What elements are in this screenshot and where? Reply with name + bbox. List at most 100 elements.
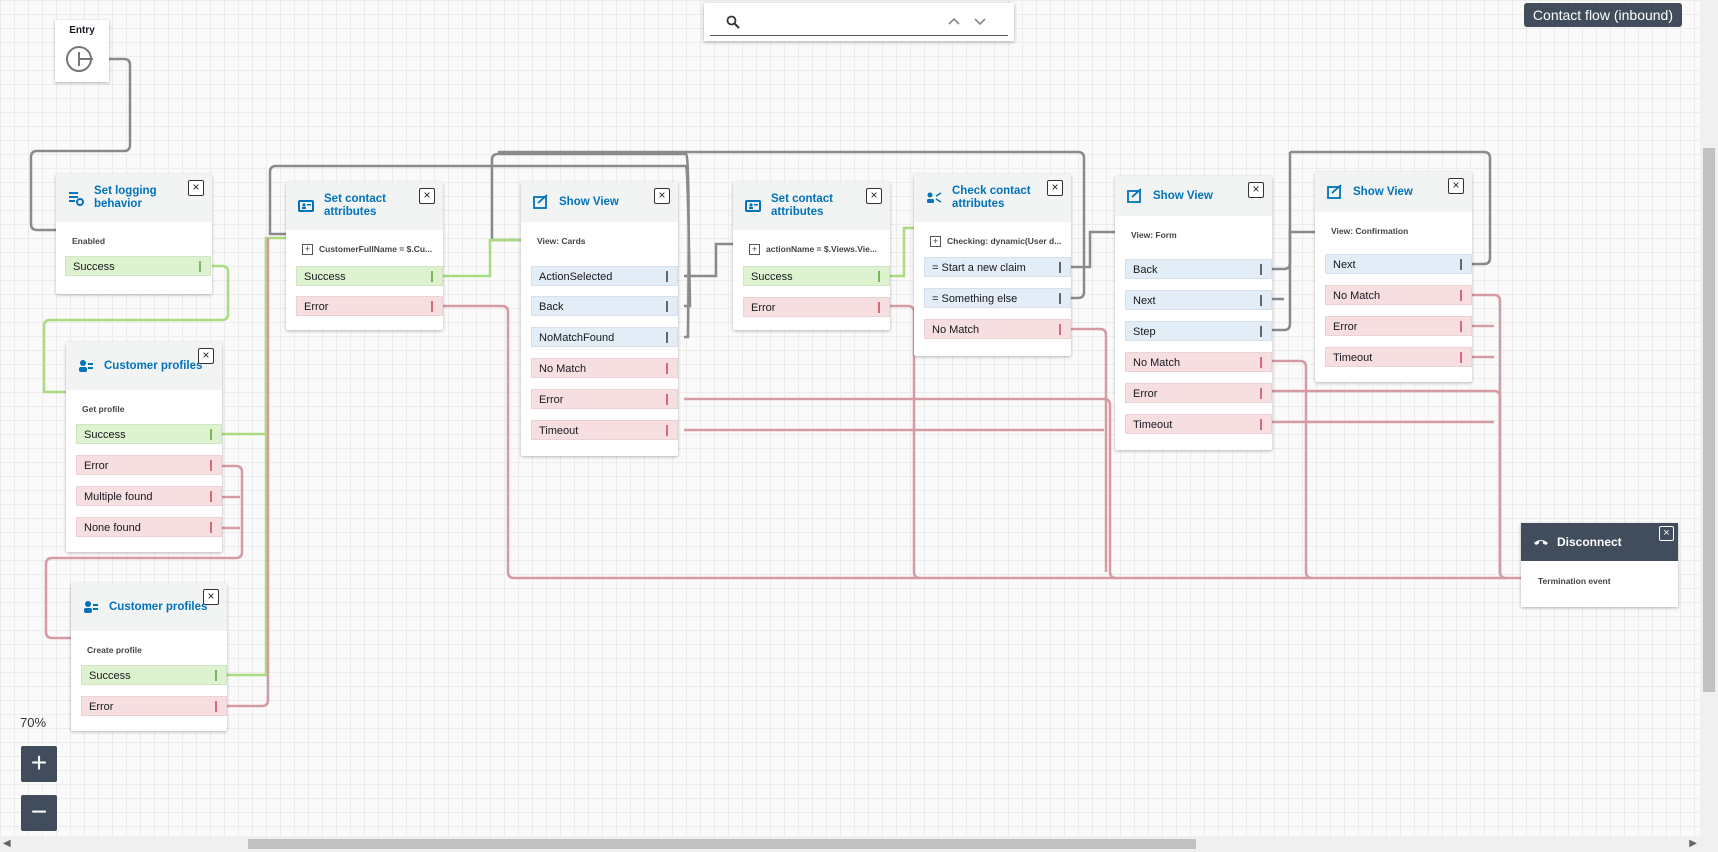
connector-icon[interactable] [215, 701, 225, 712]
branch-next[interactable]: Next [1125, 290, 1272, 310]
chevron-up-icon[interactable] [946, 13, 962, 29]
connector-icon[interactable] [666, 425, 676, 436]
branch-no-match[interactable]: No Match [924, 319, 1071, 339]
vertical-scrollbar[interactable] [1700, 0, 1718, 852]
branch-error[interactable]: Error [76, 455, 222, 475]
close-icon[interactable]: × [1047, 180, 1063, 196]
branch-multiple-found[interactable]: Multiple found [76, 486, 222, 506]
flow-canvas[interactable]: Entry Contact flow (inbound) Set logging… [0, 0, 1700, 836]
branch-success[interactable]: Success [743, 266, 890, 286]
branch-success[interactable]: Success [81, 665, 227, 685]
branch-start-new-claim[interactable]: = Start a new claim [924, 257, 1071, 277]
close-icon[interactable]: × [198, 348, 214, 364]
branch-no-match[interactable]: No Match [1325, 285, 1472, 305]
expand-icon[interactable]: + [302, 244, 313, 255]
connector-icon[interactable] [666, 301, 676, 312]
expand-icon[interactable]: + [930, 236, 941, 247]
connector-icon[interactable] [666, 363, 676, 374]
branch-action-selected[interactable]: ActionSelected [531, 266, 678, 286]
block-set-logging[interactable]: Set logging behavior × Enabled Success [56, 174, 212, 294]
close-icon[interactable]: × [654, 188, 670, 204]
branch-step[interactable]: Step [1125, 321, 1272, 341]
close-icon[interactable]: × [188, 180, 204, 196]
connector-icon[interactable] [210, 522, 220, 533]
zoom-out-button[interactable]: − [21, 795, 57, 831]
connector-icon[interactable] [1460, 259, 1470, 270]
branch-success[interactable]: Success [65, 256, 211, 276]
close-icon[interactable]: × [419, 188, 435, 204]
branch-back[interactable]: Back [1125, 259, 1272, 279]
branch-label: Error [751, 302, 776, 314]
branch-no-match[interactable]: No Match [531, 358, 678, 378]
connector-icon[interactable] [1260, 388, 1270, 399]
connector-icon[interactable] [1260, 264, 1270, 275]
connector-icon[interactable] [1460, 321, 1470, 332]
block-show-view-form[interactable]: Show View × View: Form Back Next Step No… [1115, 176, 1272, 450]
block-check-contact-attributes[interactable]: Check contact attributes × +Checking: dy… [914, 174, 1071, 356]
connector-icon[interactable] [1460, 352, 1470, 363]
close-icon[interactable]: × [1448, 178, 1464, 194]
connector-icon[interactable] [215, 670, 225, 681]
chevron-down-icon[interactable] [972, 13, 988, 29]
zoom-level: 70% [20, 715, 47, 730]
branch-error[interactable]: Error [1125, 383, 1272, 403]
connector-icon[interactable] [1260, 326, 1270, 337]
close-icon[interactable]: × [203, 589, 219, 605]
vertical-scroll-thumb[interactable] [1703, 148, 1715, 692]
connector-icon[interactable] [199, 261, 209, 272]
close-icon[interactable]: × [866, 188, 882, 204]
close-icon[interactable]: × [1248, 182, 1264, 198]
connector-icon[interactable] [210, 460, 220, 471]
scroll-left-icon[interactable]: ◀ [3, 838, 11, 849]
expand-icon[interactable]: + [749, 244, 760, 255]
branch-timeout[interactable]: Timeout [1125, 414, 1272, 434]
connector-icon[interactable] [1260, 419, 1270, 430]
branch-success[interactable]: Success [296, 266, 443, 286]
branch-back[interactable]: Back [531, 296, 678, 316]
connector-icon[interactable] [1460, 290, 1470, 301]
connector-icon[interactable] [210, 429, 220, 440]
branch-next[interactable]: Next [1325, 254, 1472, 274]
search-input[interactable] [748, 11, 932, 33]
connector-icon[interactable] [1059, 324, 1069, 335]
branch-error[interactable]: Error [531, 389, 678, 409]
connector-icon[interactable] [1059, 262, 1069, 273]
block-disconnect[interactable]: Disconnect × Termination event [1521, 523, 1678, 607]
branch-timeout[interactable]: Timeout [531, 420, 678, 440]
branch-label: Success [84, 429, 126, 441]
entry-point[interactable]: Entry [55, 20, 109, 82]
connector-icon[interactable] [666, 271, 676, 282]
branch-something-else[interactable]: = Something else [924, 288, 1071, 308]
block-customer-profiles-get[interactable]: Customer profiles × Get profile Success … [66, 342, 222, 552]
branch-error[interactable]: Error [1325, 316, 1472, 336]
branch-error[interactable]: Error [296, 296, 443, 316]
scroll-right-icon[interactable]: ▶ [1689, 838, 1697, 849]
connector-icon[interactable] [878, 302, 888, 313]
connector-icon[interactable] [878, 271, 888, 282]
block-set-contact-attributes-2[interactable]: Set contact attributes × +actionName = $… [733, 182, 890, 330]
close-icon[interactable]: × [1659, 526, 1674, 541]
connector-icon[interactable] [666, 332, 676, 343]
branch-success[interactable]: Success [76, 424, 222, 444]
horizontal-scroll-thumb[interactable] [248, 839, 1196, 849]
branch-timeout[interactable]: Timeout [1325, 347, 1472, 367]
horizontal-scrollbar[interactable]: ◀ ▶ [0, 836, 1700, 852]
connector-icon[interactable] [1260, 357, 1270, 368]
branch-none-found[interactable]: None found [76, 517, 222, 537]
connector-icon[interactable] [431, 301, 441, 312]
connector-icon[interactable] [431, 271, 441, 282]
branch-no-match-found[interactable]: NoMatchFound [531, 327, 678, 347]
search-icon [726, 15, 740, 29]
block-show-view-confirmation[interactable]: Show View × View: Confirmation Next No M… [1315, 172, 1472, 382]
branch-error[interactable]: Error [81, 696, 227, 716]
block-show-view-cards[interactable]: Show View × View: Cards ActionSelected B… [521, 182, 678, 456]
branch-error[interactable]: Error [743, 297, 890, 317]
connector-icon[interactable] [210, 491, 220, 502]
connector-icon[interactable] [1059, 293, 1069, 304]
connector-icon[interactable] [1260, 295, 1270, 306]
branch-no-match[interactable]: No Match [1125, 352, 1272, 372]
zoom-in-button[interactable]: + [21, 746, 57, 782]
connector-icon[interactable] [666, 394, 676, 405]
block-set-contact-attributes-1[interactable]: Set contact attributes × +CustomerFullNa… [286, 182, 443, 330]
block-customer-profiles-create[interactable]: Customer profiles × Create profile Succe… [71, 583, 227, 731]
